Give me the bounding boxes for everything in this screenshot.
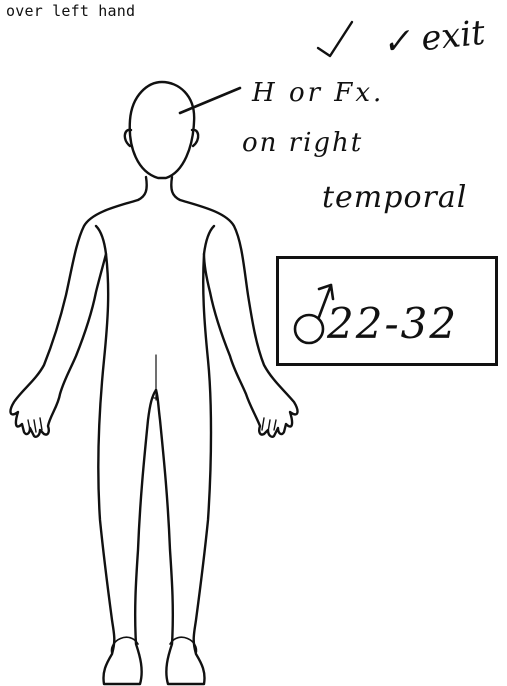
stamp-box: 22-32	[276, 256, 498, 366]
annotation-line-1: H or Fx.	[252, 78, 385, 108]
inner-arm-right	[202, 224, 216, 256]
pointer-line	[178, 86, 242, 115]
male-symbol-icon	[293, 283, 335, 345]
typed-caption: over left hand	[6, 2, 136, 20]
age-range: 22-32	[327, 299, 459, 348]
check-mark-icon	[316, 20, 354, 58]
fingers-left	[27, 417, 43, 433]
fingers-right	[261, 417, 277, 433]
body-right-outline	[154, 175, 299, 686]
head-outline	[128, 80, 196, 180]
body-left-outline	[9, 175, 158, 686]
inner-arm-left	[94, 224, 108, 256]
foot-left	[110, 636, 139, 655]
ear-left	[123, 128, 133, 148]
ear-right	[190, 128, 200, 148]
annotation-line-3: temporal	[322, 180, 468, 215]
annotation-line-2: on right	[242, 128, 364, 158]
foot-right	[169, 636, 198, 655]
